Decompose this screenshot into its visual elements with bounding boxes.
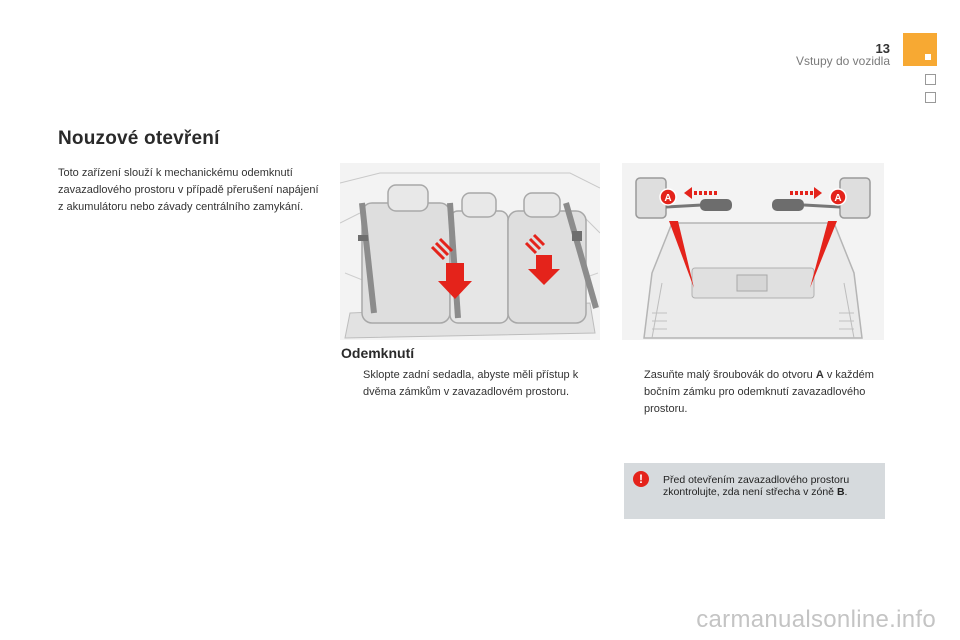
- section-tab[interactable]: [925, 74, 936, 85]
- step-2-text-post: v každém bočním zámku pro odemknutí zava…: [644, 369, 874, 415]
- step-2-text-pre: Zasuňte malý šroubovák do otvoru: [644, 369, 816, 381]
- watermark: carmanualsonline.info: [696, 606, 936, 633]
- section-tab-active[interactable]: [903, 33, 937, 66]
- exclamation-icon: !: [633, 471, 649, 487]
- page-heading: Nouzové otevření: [58, 128, 220, 149]
- tab-marker-icon: [925, 54, 931, 60]
- rear-seats-illustration: [340, 163, 600, 340]
- page-number: 13: [875, 41, 890, 56]
- warning-text-pre: Před otevřením zavazadlového prostoru zk…: [663, 474, 850, 498]
- warning-text-post: .: [844, 486, 848, 498]
- callout-a-left: A: [664, 193, 671, 204]
- trunk-locks-illustration: A A: [622, 163, 884, 340]
- warning-text: Před otevřením zavazadlového prostoru zk…: [663, 474, 883, 498]
- section-title: Vstupy do vozidla: [795, 54, 890, 68]
- section-tab[interactable]: [925, 92, 936, 103]
- warning-text-bold: B: [836, 486, 845, 498]
- warning-box: ! Před otevřením zavazadlového prostoru …: [624, 463, 885, 519]
- intro-text: Toto zařízení slouží k mechanickému odem…: [58, 167, 319, 213]
- step-2-text-bold: A: [815, 369, 824, 381]
- step-1-text: Sklopte zadní sedadla, abyste měli příst…: [363, 369, 579, 398]
- step-1: Sklopte zadní sedadla, abyste měli příst…: [341, 367, 601, 401]
- step-2-text: Zasuňte malý šroubovák do otvoru A v kaž…: [622, 367, 884, 418]
- step-2: Zasuňte malý šroubovák do otvoru A v kaž…: [622, 367, 884, 418]
- unlock-subheading: Odemknutí: [341, 345, 415, 361]
- callout-a-right: A: [834, 193, 841, 204]
